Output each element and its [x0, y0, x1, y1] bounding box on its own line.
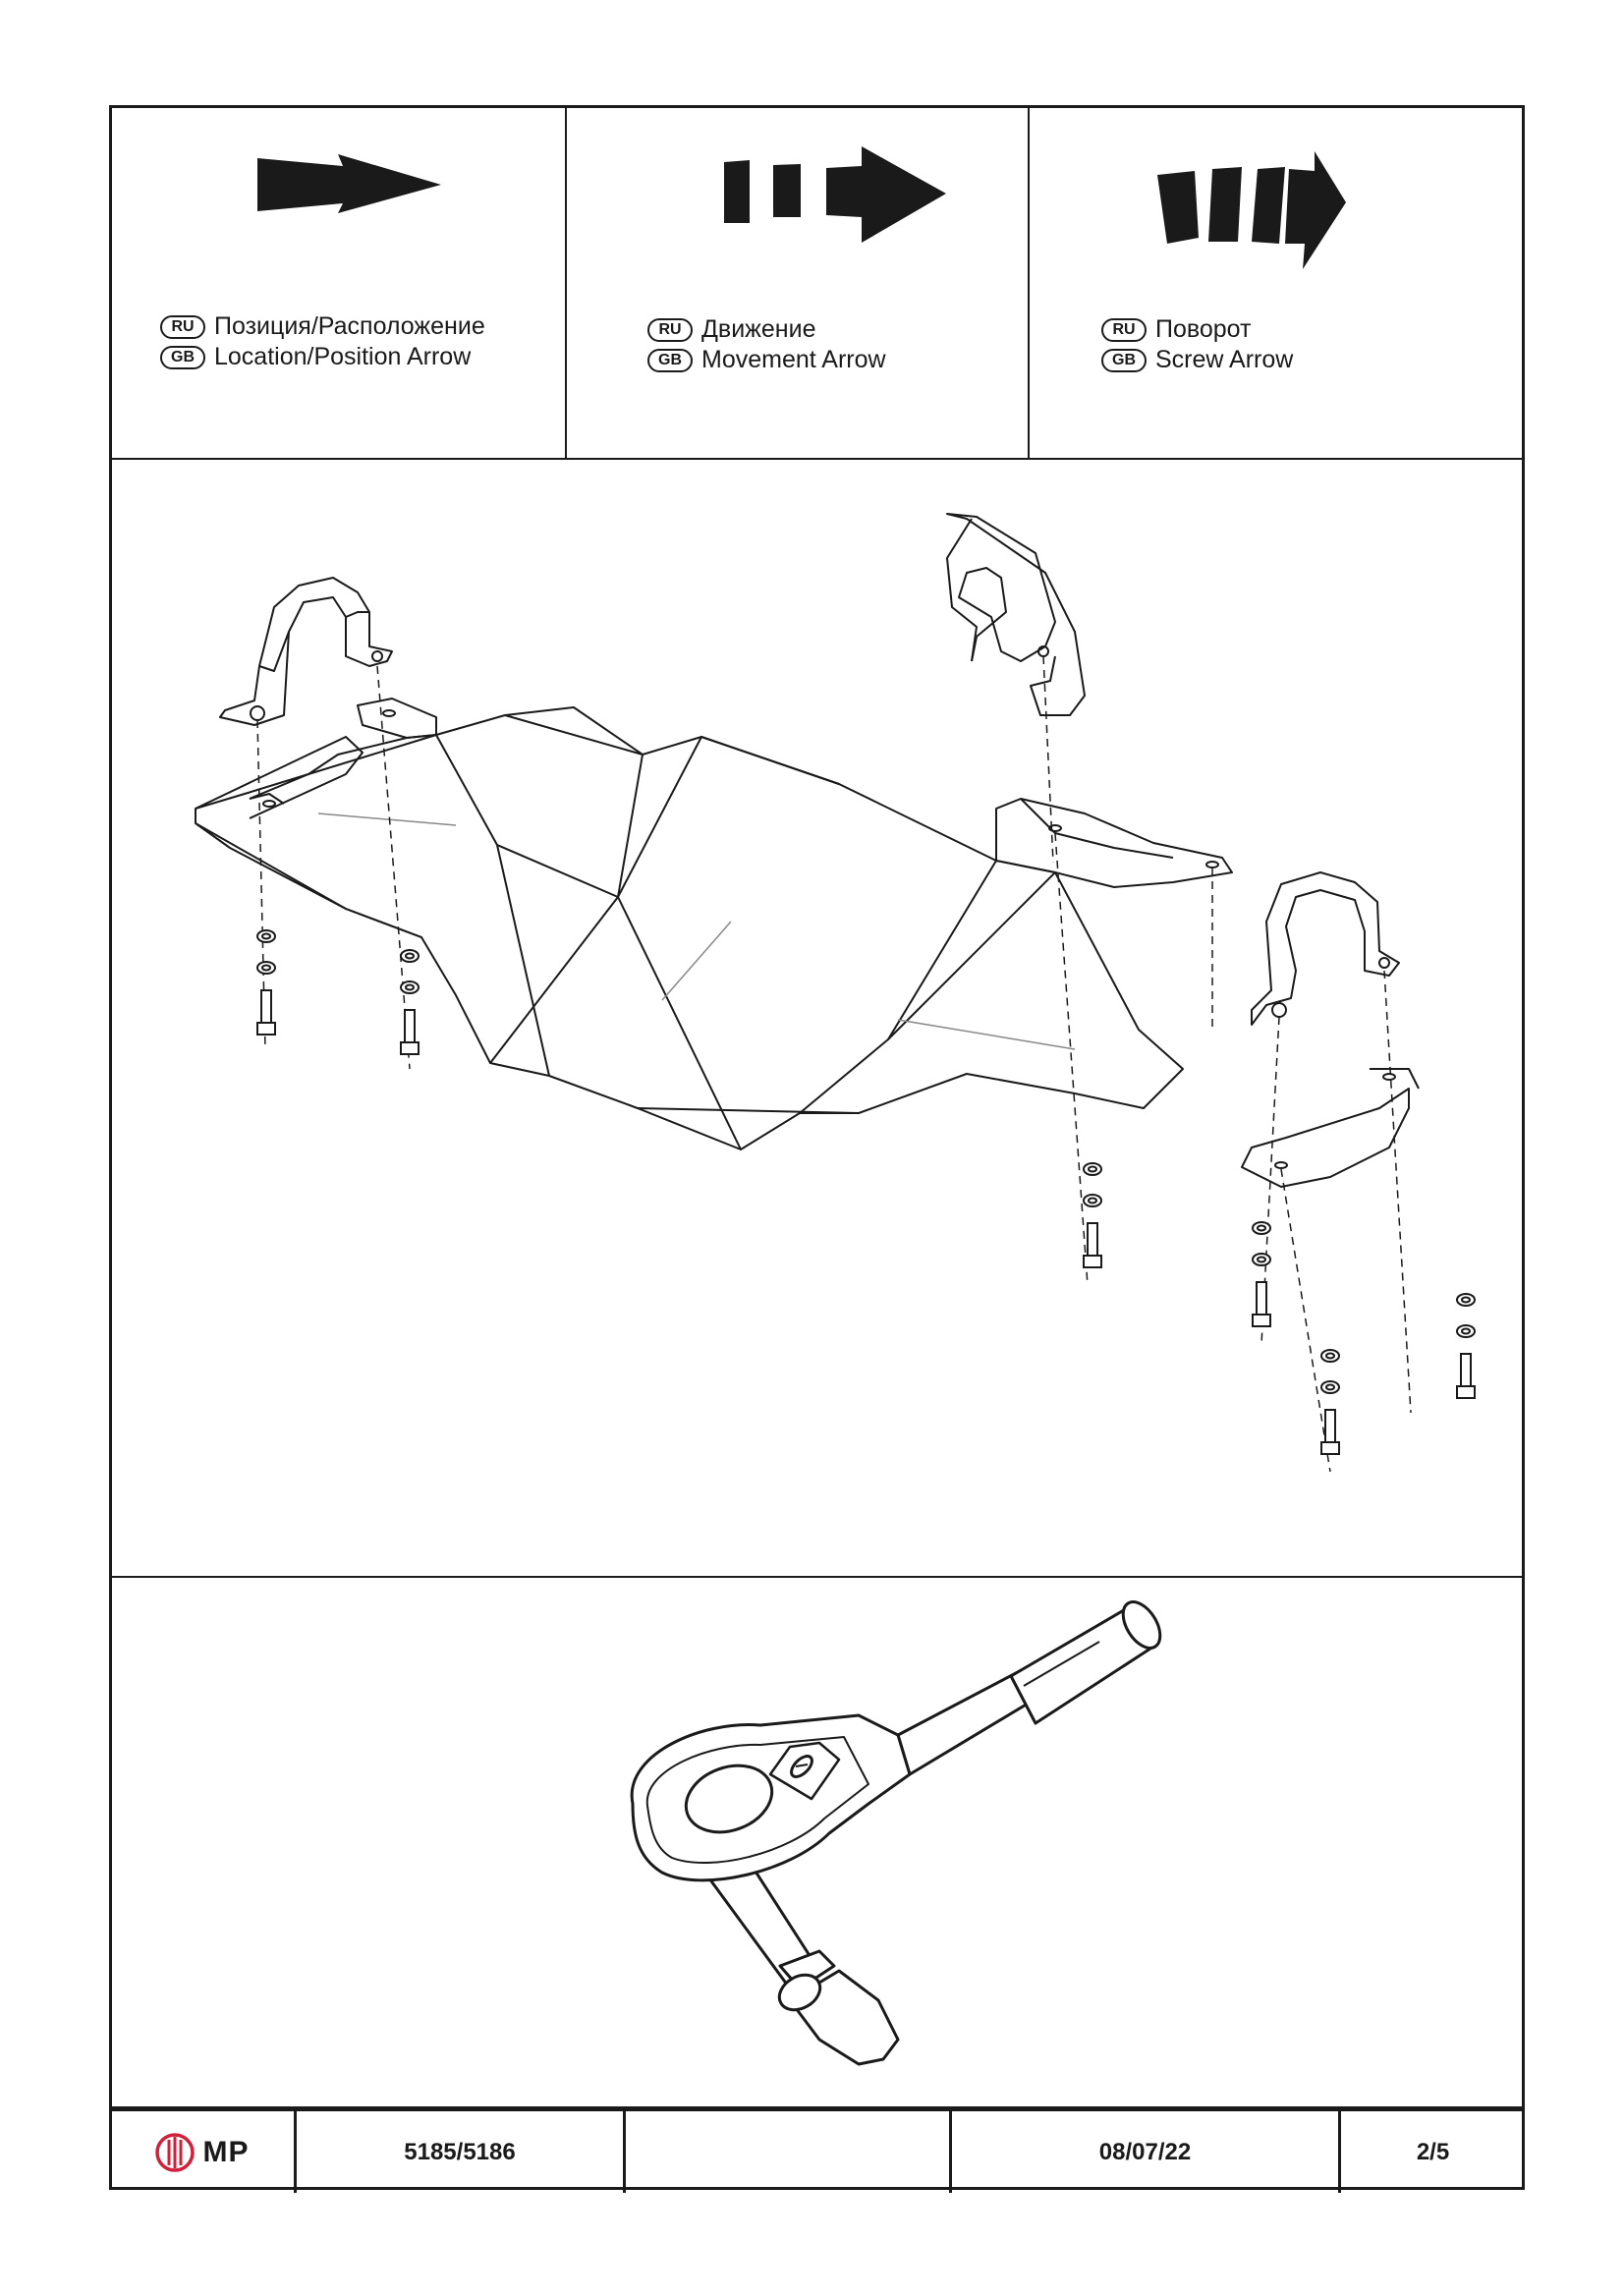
legend-movement-ru-text: Движение [701, 315, 816, 343]
legend-location-gb-text: Location/Position Arrow [214, 343, 472, 370]
document-date: 08/07/22 [952, 2111, 1341, 2193]
bolt-set [256, 929, 1476, 1455]
skid-plate-exploded-view [195, 513, 1476, 1473]
tool-illustration [112, 1578, 1522, 2104]
page-frame: RU Позиция/Расположение GB Location/Positi… [109, 105, 1525, 2193]
ratchet-wrench-icon [630, 1600, 1162, 2066]
legend-movement: RU Движение GB Movement Arrow [567, 108, 1030, 458]
legend-location-ru-text: Позиция/Расположение [214, 312, 485, 340]
legend-screw: RU Поворот GB Screw Arrow [1030, 108, 1522, 458]
right-u-bracket [1251, 871, 1400, 1026]
mp-logo-icon [154, 2132, 195, 2172]
legend-screw-ru-text: Поворот [1155, 315, 1252, 343]
legend-movement-gb-text: Movement Arrow [701, 346, 886, 373]
legend-location: RU Позиция/Расположение GB Location/Positi… [112, 108, 567, 458]
ru-badge: RU [160, 314, 205, 339]
right-arc-bracket [946, 513, 1086, 716]
movement-arrow-icon [724, 146, 946, 243]
assembly-drawing [112, 460, 1522, 1578]
legend-screw-labels: RU Поворот GB Screw Arrow [1101, 314, 1293, 375]
gb-badge: GB [647, 348, 693, 372]
logo-text: MP [202, 2135, 250, 2168]
location-arrow-icon [257, 154, 441, 213]
ru-badge: RU [647, 317, 693, 342]
legend-screw-gb-text: Screw Arrow [1155, 346, 1294, 373]
gb-badge: GB [160, 345, 205, 369]
left-u-bracket [219, 577, 393, 726]
blank-cell [626, 2111, 952, 2193]
skid-plate [195, 706, 1184, 1150]
ru-badge: RU [1101, 317, 1147, 342]
page-number: 2/5 [1416, 2138, 1450, 2165]
legend-location-labels: RU Позиция/Расположение GB Location/Positi… [160, 311, 485, 372]
part-number: 5185/5186 [297, 2111, 626, 2193]
title-block: MP 5185/5186 08/07/22 2/5 [109, 2106, 1525, 2193]
legend-movement-labels: RU Движение GB Movement Arrow [647, 314, 886, 375]
arrow-legend: RU Позиция/Расположение GB Location/Positi… [112, 108, 1522, 460]
logo-cell: MP [109, 2111, 297, 2193]
screw-arrow-icon [1157, 151, 1346, 269]
gb-badge: GB [1101, 348, 1147, 372]
